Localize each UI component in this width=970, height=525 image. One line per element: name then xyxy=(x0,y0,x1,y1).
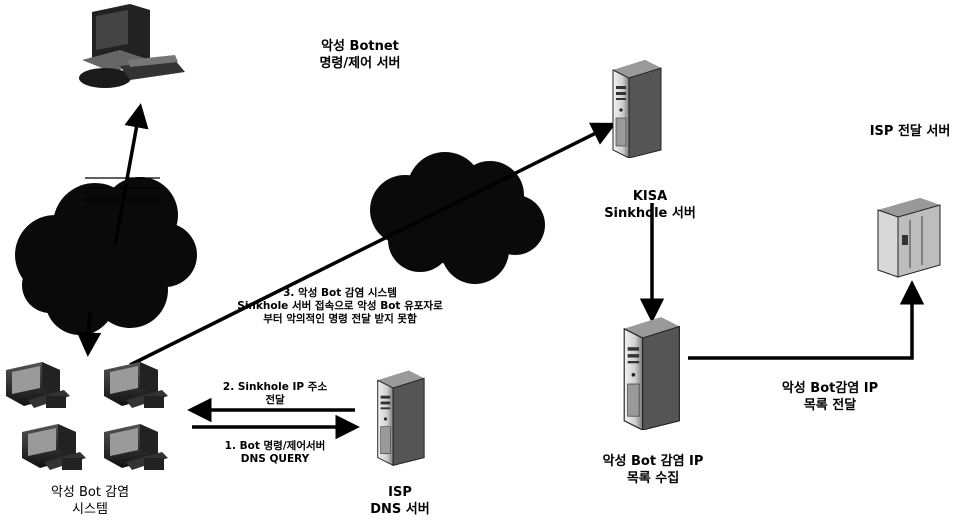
step1-label: 1. Bot 명령/제어서버 DNS QUERY xyxy=(195,440,355,466)
collector-server-icon xyxy=(623,316,681,430)
step1-label-line2: DNS QUERY xyxy=(240,453,310,465)
internet-cloud-left xyxy=(15,177,197,335)
step3-label-line3: 부터 악의적인 명령 전달 받지 못함 xyxy=(263,313,417,325)
transfer-label-line1: 악성 Bot감염 IP xyxy=(781,381,879,396)
arrow-cloud-to-infected xyxy=(76,311,102,357)
step1-label-line1: 1. Bot 명령/제어서버 xyxy=(224,440,326,452)
step3-label-line2: Sinkhole 서버 접속으로 악성 Bot 유포자로 xyxy=(237,300,443,312)
infected-label-line1: 악성 Bot 감염 xyxy=(50,485,130,500)
arrow-to-botnet-cc xyxy=(113,103,149,246)
collect-label-line1: 악성 Bot 감염 IP xyxy=(602,454,704,469)
isp-relay-label: ISP 전달 서버 xyxy=(860,123,960,140)
kisa-label-line2: Sinkhole 서버 xyxy=(604,206,696,221)
kisa-sinkhole-server-icon xyxy=(612,59,662,158)
arrow-collector-to-isp-relay xyxy=(688,280,925,360)
isp-dns-label: ISP DNS 서버 xyxy=(360,484,440,518)
infected-pc-2-icon xyxy=(104,362,168,408)
internet-cloud-center xyxy=(370,152,545,284)
arrows xyxy=(76,103,925,440)
infected-label-line2: 시스템 xyxy=(72,502,108,517)
collect-ip-label: 악성 Bot 감염 IP 목록 수집 xyxy=(578,453,728,487)
step2-label-line1: 2. Sinkhole IP 주소 xyxy=(222,381,328,393)
kisa-label-line1: KISA xyxy=(632,189,668,204)
step3-label-line1: 3. 악성 Bot 감염 시스템 xyxy=(283,287,397,299)
isp-dns-label-line1: ISP xyxy=(388,485,412,500)
step2-label: 2. Sinkhole IP 주소 전달 xyxy=(200,381,350,407)
infected-pc-4-icon xyxy=(104,424,168,470)
infected-pc-3-icon xyxy=(22,424,86,470)
isp-relay-server-icon xyxy=(877,198,941,278)
step3-label: 3. 악성 Bot 감염 시스템 Sinkhole 서버 접속으로 악성 Bot… xyxy=(205,287,475,326)
transfer-label-line2: 목록 전달 xyxy=(803,398,857,413)
kisa-sinkhole-label: KISA Sinkhole 서버 xyxy=(600,188,700,222)
botnet-cc-workstation-icon xyxy=(79,4,185,88)
infected-systems-label: 악성 Bot 감염 시스템 xyxy=(20,484,160,518)
step2-label-line2: 전달 xyxy=(265,394,285,406)
botnet-cc-label-line2: 명령/제어 서버 xyxy=(319,56,401,71)
arrow-infected-to-kisa xyxy=(129,122,617,367)
isp-dns-label-line2: DNS 서버 xyxy=(370,502,430,517)
transfer-ip-label: 악성 Bot감염 IP 목록 전달 xyxy=(760,380,900,414)
collect-label-line2: 목록 수집 xyxy=(626,471,680,486)
botnet-cc-label-line1: 악성 Botnet xyxy=(321,39,399,54)
isp-relay-label-line1: ISP 전달 서버 xyxy=(869,124,951,139)
botnet-cc-label: 악성 Botnet 명령/제어 서버 xyxy=(290,38,430,72)
infected-pc-1-icon xyxy=(6,362,70,408)
isp-dns-server-icon xyxy=(377,370,425,466)
